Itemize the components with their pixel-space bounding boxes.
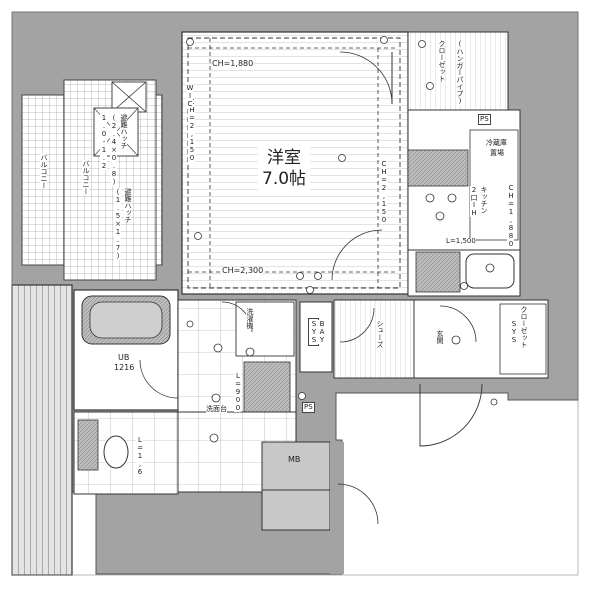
mb-label: MB (288, 455, 301, 464)
ch-right-label: CH=2,150 (380, 160, 388, 224)
hatch1-dims: (2.4×0.8) (110, 114, 118, 186)
hatch2-dims: (1.5×1.7) (114, 188, 122, 260)
toilet-l-label: L=1,6 (136, 436, 144, 476)
closet-right-label: SYS (510, 320, 518, 344)
hatch1-area: 1.0-1.2 (100, 114, 108, 170)
mb-box (261, 441, 331, 491)
ch-bottom-label: CH=2,300 (222, 266, 264, 275)
wic-marker: WIC (186, 84, 194, 108)
main-room-size: 7.0帖 (262, 169, 307, 190)
bath-size-label: 1216 (114, 363, 135, 372)
l900-label: L=900 (234, 372, 242, 412)
balcony-area-label: バルコニー (82, 160, 90, 195)
shoe-label: シューズ (376, 320, 384, 348)
closet-right-label2: クローゼット (520, 306, 528, 348)
ch-left-label: CH=2,150 (188, 98, 196, 162)
ch-top-label: CH=1,880 (212, 59, 254, 68)
l1500-label: L=1,500 (446, 237, 476, 245)
entrance-label: 玄関 (436, 330, 444, 344)
sys-bay-label: BAY (318, 320, 326, 344)
closet-top-label: クローゼット (438, 40, 446, 82)
main-room-label: 洋室 7.0帖 (258, 146, 311, 193)
kitchen-label: キッチン (480, 186, 488, 214)
left-balcony (11, 284, 73, 576)
washer-label: 洗濯機 (246, 308, 254, 329)
ch-kitchen-label: CH=1,880 (507, 184, 515, 248)
fridge-label2: 置場 (490, 149, 504, 157)
main-room-name: 洋室 (267, 148, 302, 168)
balcony-label: バルコニー (40, 154, 48, 189)
closet-top-label2: (ハンガーパイプ) (456, 40, 464, 105)
hatch1-label: 避難ハッチ (120, 114, 128, 149)
fridge-label: 冷蔵庫 (486, 139, 507, 147)
bath-label: UB (118, 353, 130, 362)
ps-top-label: PS (478, 114, 491, 125)
kitchen-size-label: 2口IH (470, 186, 478, 217)
ps-mid-label: PS (302, 402, 315, 413)
hatch2-label: 避難ハッチ (124, 188, 132, 223)
sink-label: 洗面台 (206, 405, 227, 413)
